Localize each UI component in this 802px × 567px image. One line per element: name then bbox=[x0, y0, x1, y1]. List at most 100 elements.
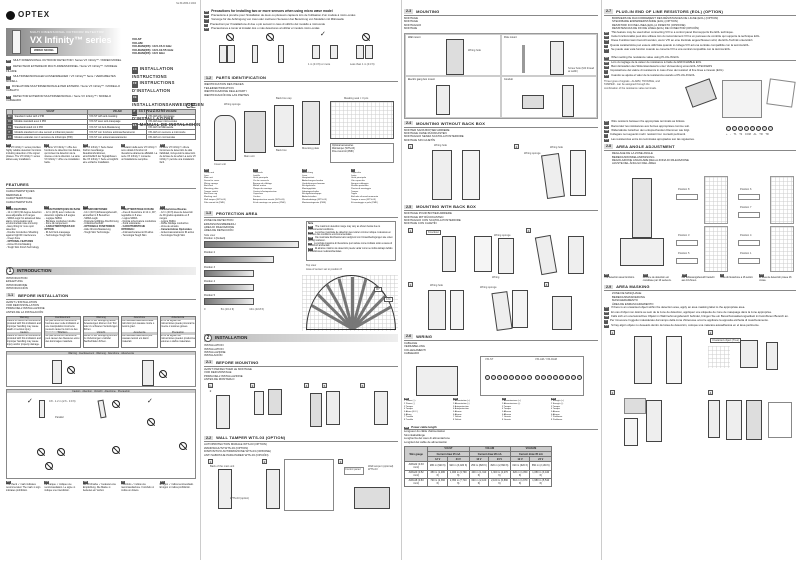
sensor-illustration-icon bbox=[12, 30, 21, 54]
gang-box-mount-panel: Electric gang box mount bbox=[405, 75, 501, 118]
detection-bar bbox=[204, 269, 254, 277]
eol-terminal-row bbox=[726, 126, 773, 132]
prohibited-icon bbox=[226, 33, 234, 42]
sensor-illustration-icon bbox=[39, 400, 45, 419]
masked-fan-pattern bbox=[708, 346, 730, 369]
features-heading: FEATURES bbox=[6, 182, 196, 190]
prohibited-icon bbox=[67, 366, 75, 375]
detection-bar bbox=[204, 297, 254, 305]
lang-title: MERKMALE bbox=[6, 192, 22, 197]
sensor-illustration-icon bbox=[52, 360, 62, 385]
sensor-internal-illustration bbox=[632, 177, 652, 238]
prohibited-icon bbox=[179, 442, 187, 451]
mounting-plate-illustration bbox=[302, 101, 320, 146]
product-banner: MULTI DIMENSIONAL OUTDOOR DETECTOR VX In… bbox=[6, 28, 121, 56]
lang-flag: DE bbox=[82, 144, 89, 148]
intro-lang-text: DETECTOR EXTERIOR MULTIDIMENSIONAL / Ser… bbox=[6, 93, 112, 103]
warning-illustration-panel: Warning · Avertissement · Warnung · Atte… bbox=[6, 351, 196, 388]
prohibited-icon bbox=[112, 400, 120, 409]
column-cover: No.59-2830-0 1904 OPTEX MULTI DIMENSIONA… bbox=[5, 0, 204, 567]
intro-paragraph: The VX Infinity™ series provides highly … bbox=[6, 146, 42, 161]
caution-illustration-panel: Caution · Attention · Vorsicht · Attenzi… bbox=[6, 389, 196, 480]
lang-flag: FR bbox=[44, 144, 50, 148]
brand-name: OPTEX bbox=[18, 10, 51, 19]
detection-bar bbox=[204, 255, 274, 263]
section-number: 1 bbox=[6, 267, 14, 276]
document-number: No.59-2830-0 1904 bbox=[176, 3, 196, 5]
terminal-row bbox=[535, 374, 582, 380]
section-title: BEFORE INSTALLATION bbox=[18, 292, 69, 298]
before-mounting-steps: 1-2 3 4 5 6 bbox=[204, 381, 398, 433]
wall-tamper-steps: 1 Back of the main unit WTS-03 (option) … bbox=[204, 457, 398, 513]
wired-model-badge: WIRED MODEL bbox=[30, 47, 59, 55]
prohibited-icon bbox=[266, 33, 274, 42]
introduction-heading: 1 INTRODUCTION bbox=[6, 267, 196, 276]
mounting-with-backbox-steps: 1 Knockout Wiring sponge Wiring 2 3 Wiri… bbox=[404, 226, 598, 332]
intro-paragraph: La série VX Infinity™ offre des fonction… bbox=[44, 146, 81, 164]
prohibited-icon bbox=[37, 448, 45, 457]
lang-flag: IT bbox=[121, 144, 126, 148]
wiring-diagram: VXI-ST VXI-AM / VXI-DAM bbox=[404, 355, 598, 398]
intro-lang-text: MULTIDIMENSIONALER AUSSENMELDER / VX Inf… bbox=[6, 74, 116, 83]
before-installation-heading: 1-1 BEFORE INSTALLATION bbox=[6, 293, 196, 300]
intro-lang-text: MULTI DIMENSIONAL OUTDOOR DETECTOR / Ser… bbox=[13, 58, 122, 62]
precautions-illustration: ✓ 1 m (3.3 ft) or more Less than 1 m (3.… bbox=[204, 31, 398, 73]
ce-mark-icon: CE bbox=[186, 103, 196, 110]
lang-flag: EN bbox=[6, 60, 12, 64]
lang-flag: EN bbox=[6, 144, 12, 148]
prohibited-icon bbox=[57, 448, 65, 457]
optex-logo-icon bbox=[6, 10, 15, 20]
parts-illustration: Back box cap Masking seal × 3 pcs Wiring… bbox=[204, 97, 398, 167]
dial-closeup-illustration bbox=[620, 237, 664, 266]
intro-lang-text: DETECTEUR EXTERIEUR MULTI-DIMENSIONNEL /… bbox=[6, 64, 118, 73]
table-row: AWG20 (0.52 mm²)450 m (1,480 ft)1,460 m … bbox=[403, 469, 552, 479]
terminal-housing-illustration bbox=[416, 365, 458, 396]
resistor-closeup bbox=[766, 78, 796, 108]
sensor-illustration-icon bbox=[142, 360, 154, 387]
lang-flag: EN bbox=[132, 67, 138, 74]
detection-bar bbox=[204, 241, 299, 249]
angle-pattern bbox=[704, 175, 728, 224]
lang-flag: IT bbox=[132, 109, 137, 116]
model-item: VXI-AM bbox=[132, 40, 143, 45]
brand-logo: OPTEX bbox=[6, 10, 196, 20]
prohibited-icon bbox=[362, 33, 370, 42]
intro-paragraph: Die VX Infinity™ Serie bietet höchst zuv… bbox=[82, 146, 119, 164]
prohibited-icon bbox=[45, 462, 53, 471]
terminal-closeup bbox=[722, 80, 762, 119]
lang-flag: ES bbox=[6, 95, 12, 100]
intro-paragraph: La serie VX Infinity™ ofrece funciones d… bbox=[159, 146, 196, 164]
lang-flag: DE bbox=[6, 76, 12, 80]
eol-illustration: Three types of signals - ALARM, TROUBLE,… bbox=[604, 78, 796, 120]
